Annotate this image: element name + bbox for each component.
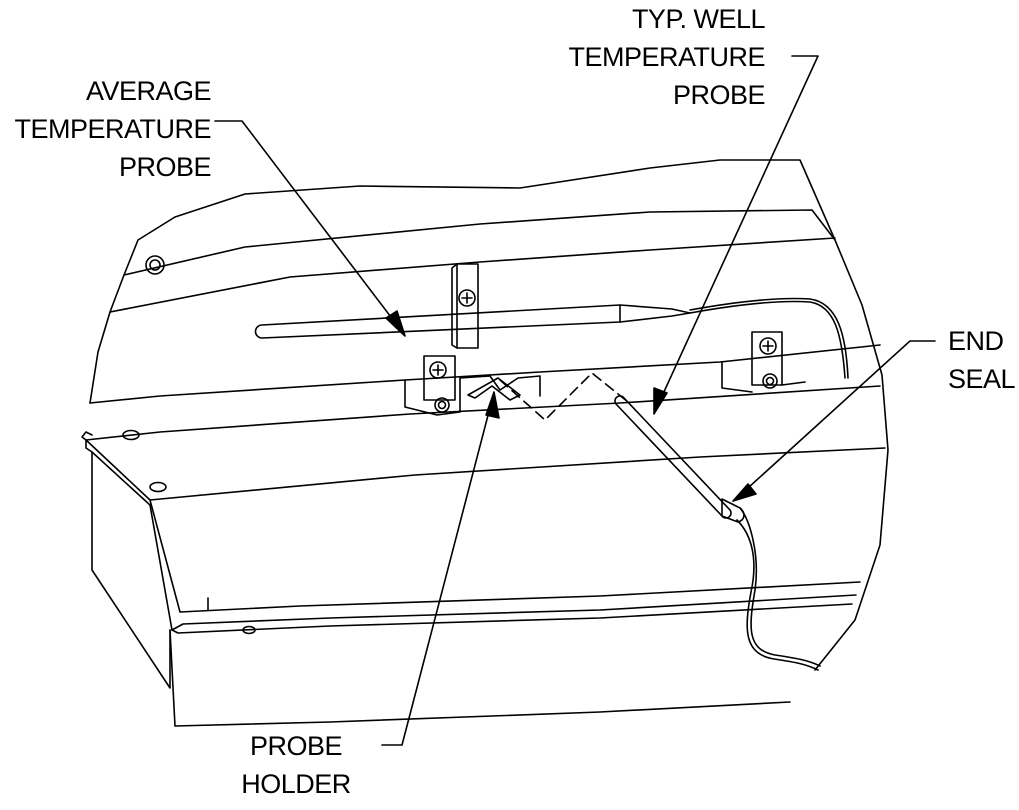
label-line: SEAL bbox=[948, 364, 1016, 394]
top-band-upper bbox=[123, 209, 836, 276]
holder-screw-icon bbox=[429, 361, 447, 379]
average-probe-cable bbox=[689, 300, 846, 379]
average-probe-rod bbox=[254, 304, 691, 339]
probe-strap-fold bbox=[451, 263, 458, 349]
lid-screw-icon bbox=[122, 429, 140, 441]
leader-end-seal bbox=[737, 340, 936, 498]
label-probe-holder: PROBE HOLDER bbox=[222, 727, 370, 803]
lid-left-bevel bbox=[81, 431, 93, 441]
average-probe-cable-2 bbox=[689, 297, 849, 379]
front-panel-left-edge bbox=[149, 499, 861, 613]
housing-screw-icon bbox=[145, 255, 165, 275]
top-band-lower bbox=[109, 237, 836, 313]
leader-probe-holder bbox=[381, 399, 493, 746]
right-bracket-screw-icon bbox=[759, 337, 777, 355]
well-probe-cable bbox=[739, 507, 821, 667]
left-side-panel-inner bbox=[91, 451, 173, 631]
probe-holder-clip bbox=[467, 377, 521, 401]
label-line: HOLDER bbox=[241, 769, 351, 799]
arrow-well-probe bbox=[653, 387, 668, 415]
front-panel-sill-2 bbox=[171, 603, 853, 634]
arrow-end-seal bbox=[732, 483, 757, 502]
label-line: TEMPERATURE bbox=[14, 114, 211, 144]
probe-holder-plate bbox=[423, 355, 456, 401]
strap-screw-icon bbox=[458, 289, 476, 307]
front-lid-top bbox=[85, 385, 881, 441]
probe-holder-bracket bbox=[404, 375, 541, 416]
front-lid-edge bbox=[85, 439, 886, 501]
label-line: TEMPERATURE bbox=[568, 42, 765, 72]
well-probe-cable-2 bbox=[736, 519, 819, 671]
leader-well-probe bbox=[656, 55, 819, 408]
label-line: END bbox=[948, 326, 1004, 356]
label-well-temperature-probe: TYP. WELL TEMPERATURE PROBE bbox=[560, 0, 765, 114]
label-line: AVERAGE bbox=[85, 76, 212, 106]
arrow-average-probe bbox=[385, 310, 406, 337]
back-ledge bbox=[89, 344, 881, 404]
label-average-temperature-probe: AVERAGE TEMPERATURE PROBE bbox=[6, 72, 211, 186]
hidden-well-probe bbox=[499, 372, 629, 421]
bottom-apron bbox=[169, 629, 791, 727]
label-line: TYP. WELL bbox=[631, 4, 766, 34]
sill-screw-icon bbox=[242, 625, 256, 635]
probe-strap bbox=[456, 263, 479, 349]
arrow-probe-holder bbox=[485, 391, 500, 419]
front-panel-sill bbox=[171, 594, 857, 631]
left-side-panel bbox=[85, 439, 171, 689]
label-line: PROBE bbox=[118, 152, 212, 182]
right-bracket-base bbox=[721, 361, 806, 393]
right-bracket-nut-icon bbox=[762, 373, 778, 389]
label-line: PROBE bbox=[672, 80, 766, 110]
lid-screw-2-icon bbox=[149, 481, 167, 493]
label-line: PROBE bbox=[249, 731, 343, 761]
label-end-seal: END SEAL bbox=[948, 322, 1019, 398]
leader-average-probe bbox=[214, 120, 401, 330]
